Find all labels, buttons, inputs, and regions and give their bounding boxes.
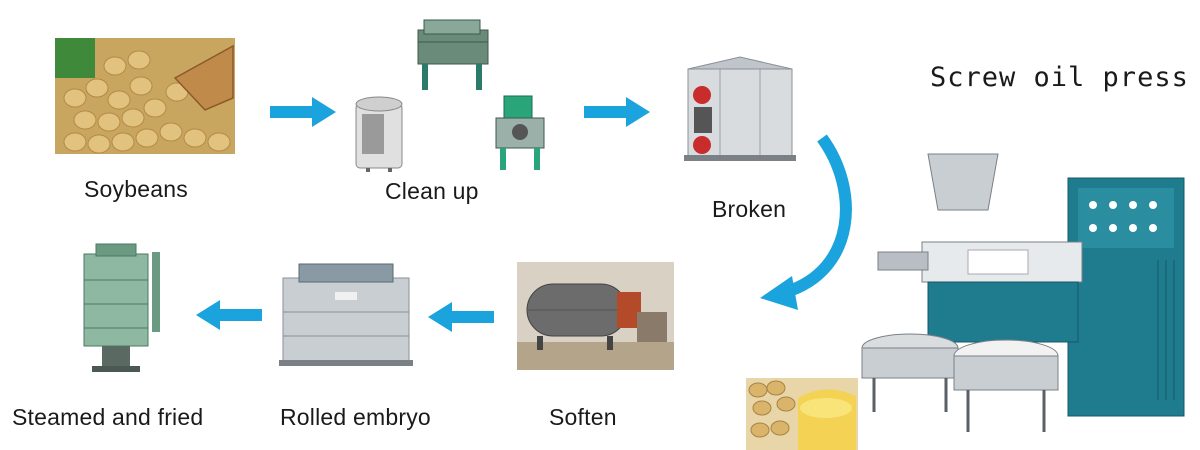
step-label-steamed-fried: Steamed and fried [12,404,204,430]
step-label-rolled-embryo: Rolled embryo [280,404,431,430]
clean-up-image [350,12,560,172]
flow-arrow-right-1 [270,97,336,127]
flow-arrow-left-1 [428,302,494,332]
diagram-title: Screw oil press [930,62,1189,93]
soybeans-image [55,38,235,154]
flow-arrow-left-2 [196,300,262,330]
soften-image [517,262,674,370]
screw-oil-press-image [858,150,1188,440]
flow-arrow-curved [752,130,862,320]
steamed-fried-image [72,240,168,376]
rolled-embryo-image [275,258,417,368]
step-label-soybeans: Soybeans [84,176,188,202]
broken-image [680,55,800,167]
step-label-clean-up: Clean up [385,178,479,204]
flow-arrow-right-2 [584,97,650,127]
soybean-oil-image [746,378,858,450]
step-label-broken: Broken [712,196,787,222]
step-label-soften: Soften [549,404,617,430]
